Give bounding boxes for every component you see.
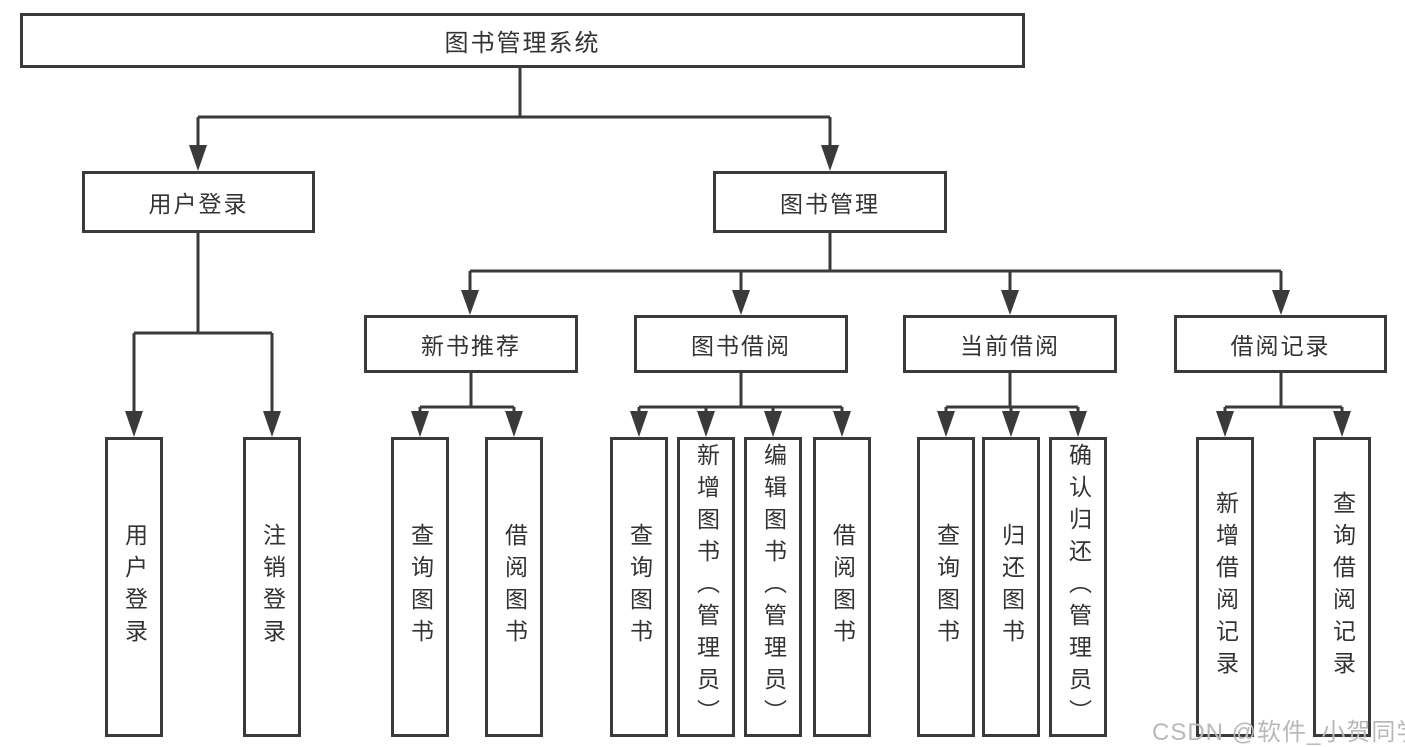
- leaf-confirm-return-admin: 确认归还（管理员）: [1049, 437, 1107, 737]
- leaf-query-borrow-record: 查询借阅记录: [1313, 437, 1371, 737]
- arrowhead-nbr-query: [411, 411, 429, 437]
- leaf-query-books-recommend: 查询图书: [391, 437, 449, 737]
- connector-current-borrowing-children: [944, 373, 1080, 415]
- arrowhead-cb-query: [937, 411, 955, 437]
- watermark-csdn: CSDN @软件_小贺同学: [1152, 719, 1405, 746]
- leaf-query-books-borrowing: 查询图书: [610, 437, 668, 737]
- arrowhead-cb-confirm: [1069, 411, 1087, 437]
- node-label: 用户登录: [121, 523, 148, 651]
- connector-borrowing-records-children: [1223, 373, 1344, 415]
- arrowhead-new-book-recommendation: [461, 290, 479, 315]
- arrowhead-leaf-user-login: [125, 411, 143, 437]
- node-label: 编辑图书（管理员）: [760, 443, 787, 731]
- node-current-borrowing: 当前借阅: [903, 315, 1117, 373]
- node-label: 借阅图书: [501, 523, 528, 651]
- node-label: 新增图书（管理员）: [693, 443, 720, 731]
- leaf-borrow-books-recommend: 借阅图书: [485, 437, 543, 737]
- node-label: 确认归还（管理员）: [1065, 443, 1092, 731]
- node-label: 查询图书: [933, 523, 960, 651]
- connector-new-book-recommendation-children: [418, 373, 516, 415]
- node-label: 借阅图书: [829, 523, 856, 651]
- arrowhead-bb-borrow: [833, 411, 851, 437]
- arrowhead-user-login: [189, 145, 207, 171]
- connector-book-management-children: [468, 233, 1283, 296]
- leaf-borrow-books-borrowing: 借阅图书: [813, 437, 871, 737]
- node-label: 图书管理系统: [444, 30, 601, 57]
- node-label: 借阅记录: [1230, 333, 1331, 359]
- arrowhead-bb-query: [630, 411, 648, 437]
- arrowhead-cb-return: [1002, 411, 1020, 437]
- node-label: 图书管理: [780, 191, 880, 217]
- arrowhead-book-borrowing: [732, 290, 750, 315]
- connector-root-to-level2: [196, 68, 832, 152]
- node-label: 当前借阅: [960, 333, 1060, 359]
- node-label: 用户登录: [148, 191, 249, 217]
- node-label: 归还图书: [998, 523, 1025, 651]
- leaf-edit-book-admin: 编辑图书（管理员）: [744, 437, 802, 737]
- node-book-borrowing: 图书借阅: [634, 315, 848, 373]
- leaf-add-borrow-record: 新增借阅记录: [1196, 437, 1254, 737]
- leaf-query-books-current: 查询图书: [917, 437, 975, 737]
- arrowhead-bb-edit: [764, 411, 782, 437]
- arrowhead-borrowing-records: [1272, 290, 1290, 315]
- arrowhead-br-query: [1333, 411, 1351, 437]
- node-label: 注销登录: [259, 523, 286, 651]
- connector-user-login-children: [132, 233, 274, 415]
- node-borrowing-records: 借阅记录: [1174, 315, 1387, 373]
- arrowhead-nbr-borrow: [505, 411, 523, 437]
- leaf-return-books: 归还图书: [982, 437, 1040, 737]
- node-label: 查询图书: [407, 523, 434, 651]
- node-label: 图书借阅: [691, 333, 791, 359]
- node-label: 查询借阅记录: [1329, 491, 1356, 683]
- node-user-login: 用户登录: [82, 171, 315, 233]
- node-label: 查询图书: [626, 523, 653, 651]
- leaf-user-login: 用户登录: [105, 437, 163, 737]
- arrowhead-leaf-logout: [263, 411, 281, 437]
- leaf-add-book-admin: 新增图书（管理员）: [677, 437, 735, 737]
- arrowhead-book-management: [821, 145, 839, 171]
- arrowhead-br-add: [1216, 411, 1234, 437]
- node-new-book-recommendation: 新书推荐: [364, 315, 578, 373]
- node-book-management: 图书管理: [713, 171, 947, 233]
- arrowhead-current-borrowing: [1001, 290, 1019, 315]
- node-label: 新增借阅记录: [1212, 491, 1239, 683]
- leaf-logout: 注销登录: [243, 437, 301, 737]
- arrowhead-bb-add: [697, 411, 715, 437]
- node-label: 新书推荐: [421, 333, 521, 359]
- connector-book-borrowing-children: [637, 373, 844, 415]
- node-library-management-system: 图书管理系统: [20, 13, 1025, 68]
